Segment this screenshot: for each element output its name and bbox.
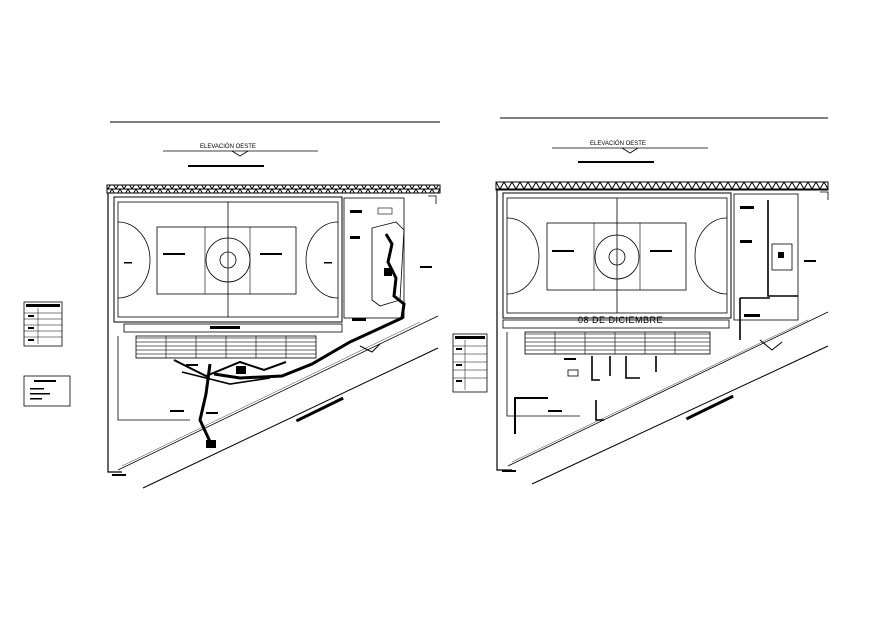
boundary-line — [531, 345, 829, 485]
notes-panel — [23, 375, 71, 407]
setback-line — [117, 315, 439, 471]
plan-right — [495, 117, 829, 485]
elevation-arrow — [231, 150, 249, 157]
legend-panel — [23, 301, 63, 347]
court-border — [502, 192, 732, 319]
lower-area-outline — [506, 332, 580, 417]
subtitle-bar — [188, 165, 264, 167]
court-goal-area-right — [305, 221, 339, 299]
setback-line-inner — [121, 321, 421, 467]
court-goal-area-left — [506, 217, 540, 295]
bleachers — [524, 331, 711, 355]
roof-truss — [495, 181, 829, 191]
plan-left — [106, 121, 441, 489]
roof-truss — [106, 184, 441, 194]
setback-line-inner — [511, 319, 809, 463]
site-outline — [496, 190, 512, 471]
subtitle-bar — [578, 161, 654, 163]
court-inner-box — [546, 222, 687, 291]
drainage-main — [213, 233, 406, 380]
stands-slab — [502, 319, 730, 329]
site-outline — [107, 193, 122, 473]
court-inner-box — [156, 226, 297, 295]
legend-panel-right — [452, 333, 488, 393]
lower-area-outline — [117, 336, 190, 421]
court-center-circle — [594, 234, 640, 280]
elevation-label-right: ELEVACIÓN OESTE — [590, 141, 646, 147]
court-center-dot — [608, 248, 626, 266]
side-rooms — [343, 197, 405, 319]
elevation-arrow — [621, 147, 639, 154]
court-border — [113, 196, 343, 323]
setback-line — [507, 311, 829, 467]
side-rooms — [733, 193, 799, 321]
street-label: 08 DE DICIEMBRE — [578, 315, 664, 325]
boundary-line — [142, 347, 439, 489]
court-goal-area-right — [694, 217, 728, 295]
court-center-dot — [219, 251, 237, 269]
court-goal-area-left — [117, 221, 151, 299]
elevation-label-left: ELEVACIÓN OESTE — [200, 144, 256, 150]
pipe-network — [514, 397, 548, 434]
